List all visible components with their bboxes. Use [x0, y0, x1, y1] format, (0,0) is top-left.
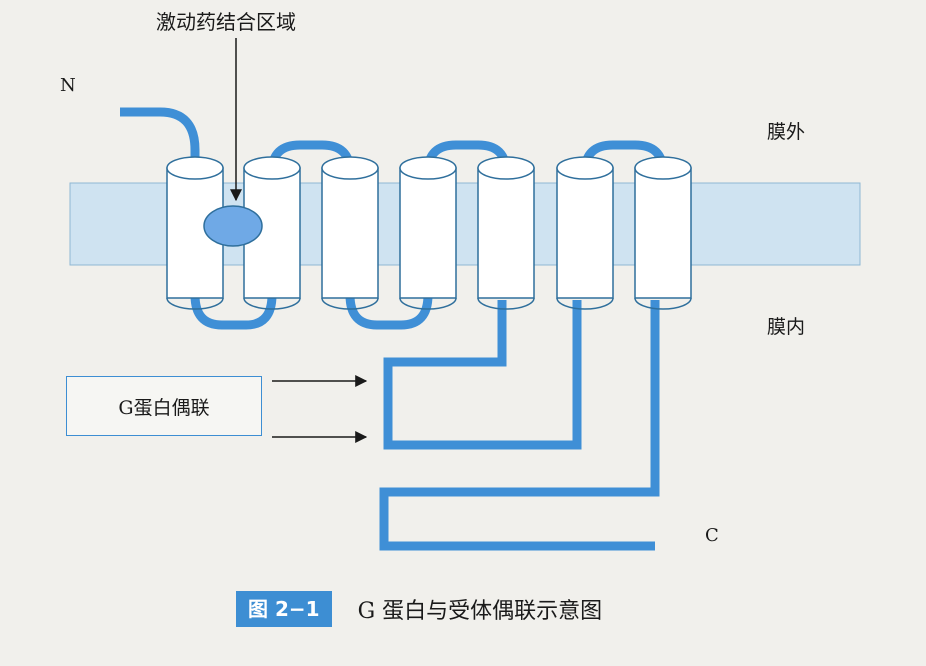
- g-protein-coupling-label: G蛋白偶联: [118, 396, 210, 419]
- helix-4: [399, 156, 457, 310]
- intracellular-loops: [190, 294, 433, 330]
- helix-1: [166, 156, 224, 310]
- helix-5: [477, 156, 535, 310]
- figure-caption-text: G 蛋白与受体偶联示意图: [357, 599, 603, 624]
- intracellular-loop-1: [190, 294, 277, 330]
- helix-3: [321, 156, 379, 310]
- helix-2: [243, 156, 301, 310]
- helix-6: [556, 156, 614, 310]
- figure-number-tag: 图 2−1: [236, 591, 332, 627]
- transmembrane-helices: [166, 156, 692, 310]
- intracellular-label: 膜内: [767, 316, 805, 338]
- g-protein-coupling-box: G蛋白偶联: [66, 376, 262, 436]
- helix-7: [634, 156, 692, 310]
- c-terminus-label: C: [705, 525, 719, 546]
- c-terminal-chain: [379, 300, 660, 551]
- n-terminal-tail: [120, 107, 200, 175]
- figure-caption: 图 2−1 G 蛋白与受体偶联示意图: [236, 590, 602, 628]
- extracellular-label: 膜外: [767, 121, 805, 143]
- agonist-binding-site: [203, 205, 263, 247]
- agonist-site-label: 激动药结合区域: [156, 10, 296, 34]
- intracellular-loop-2: [345, 294, 433, 330]
- n-terminus-label: N: [60, 75, 76, 96]
